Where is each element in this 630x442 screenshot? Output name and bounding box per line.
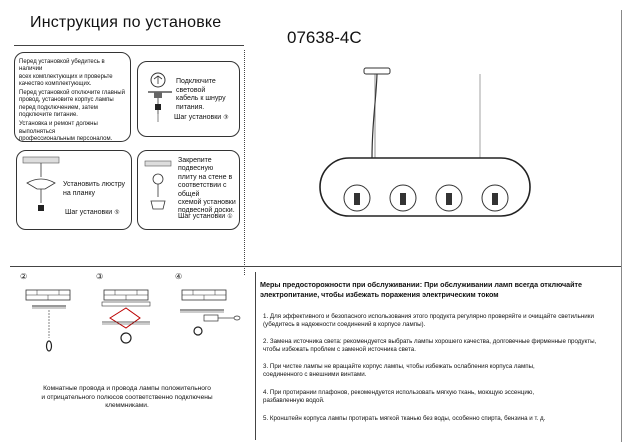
- step-number: ③: [223, 115, 229, 121]
- plate-text: Закрепите подвесную плиту на стене в соо…: [178, 157, 239, 216]
- item-line: 3. При чистке лампы не вращайте корпус л…: [263, 363, 535, 370]
- warning-line: Перед установкой убедитесь в наличии: [19, 59, 105, 73]
- hanging-plate-illustration: [144, 160, 172, 210]
- fixture-mount-illustration: [22, 156, 60, 211]
- step-caption-label: Шаг установки: [65, 209, 113, 216]
- maintenance-item: 5. Кронштейн корпуса лампы протирать мяг…: [263, 415, 618, 423]
- power-text: Подключите световой кабель к шнуру питан…: [176, 78, 239, 112]
- ceiling-bracket-diagram: [25, 289, 71, 352]
- precaution-line: Меры предосторожности при обслуживании: …: [260, 280, 583, 289]
- item-line: чтобы избежать проблем с заменой источни…: [263, 346, 416, 354]
- diagram-step-4: ④: [175, 272, 183, 281]
- plate-text-line: Закрепите подвесную: [178, 157, 214, 173]
- page-right-edge: [621, 10, 622, 442]
- maintenance-item: 1. Для эффективного и безопасного исполь…: [263, 313, 618, 330]
- maintenance-precaution: Меры предосторожности при обслуживании: …: [260, 280, 616, 300]
- warning-line: провод, установите корпус лампы: [19, 97, 114, 104]
- item-line: 5. Кронштейн корпуса лампы протирать мяг…: [263, 415, 546, 422]
- warnings-text: Перед установкой убедитесь в наличии все…: [19, 59, 129, 143]
- footnote-line: Комнатные провода и провода лампы положи…: [43, 385, 211, 392]
- bulb-2-icon: [389, 184, 417, 212]
- item-line: соединенного с внешними винтами.: [263, 371, 367, 379]
- maintenance-item: 4. При протирании плафонов, рекомендуетс…: [263, 389, 618, 406]
- step-caption-label: Шаг установки: [178, 213, 226, 220]
- step-number: ⑤: [114, 210, 120, 216]
- item-line: 4. При протирании плафонов, рекомендуетс…: [263, 389, 535, 396]
- section-divider-vertical: [244, 50, 245, 275]
- maintenance-item: 3. При чистке лампы не вращайте корпус л…: [263, 363, 618, 380]
- bulb-1-icon: [343, 184, 371, 212]
- precaution-line: электропитание, чтобы избежать поражения…: [260, 290, 499, 299]
- warnings-box: Перед установкой убедитесь в наличии все…: [14, 52, 131, 142]
- power-connection-panel: Подключите световой кабель к шнуру питан…: [137, 61, 240, 137]
- power-text-line: Подключите световой: [176, 78, 216, 94]
- step-caption-label: Шаг установки: [174, 114, 222, 121]
- power-cable-illustration: [148, 72, 172, 122]
- fixture-text-line: на планку: [63, 189, 95, 197]
- page-title: Инструкция по установке: [30, 14, 222, 31]
- chandelier-drawing: [319, 67, 531, 217]
- step-number: ①: [227, 214, 233, 220]
- plate-text-line: соответствии с общей: [178, 182, 227, 198]
- item-line: (убедитесь в надежности соединений в кор…: [263, 321, 426, 329]
- footnote-line: и отрицательного полюсов соответственно …: [41, 393, 213, 401]
- diagram-step-2: ②: [20, 272, 28, 281]
- warning-line: всех комплектующих и проверьте: [19, 73, 113, 80]
- footnote-line: клеммниками.: [105, 402, 149, 410]
- warning-line: качество комплектующих.: [19, 80, 92, 87]
- wiring-footnote: Комнатные провода и провода лампы положи…: [32, 385, 222, 411]
- hanging-plate-panel: Закрепите подвесную плиту на стене в соо…: [137, 150, 240, 230]
- fixture-mount-panel: Установить люстру на планку Шаг установк…: [16, 150, 132, 230]
- warning-line: профессиональным персоналом.: [19, 135, 113, 142]
- lower-divider-vertical: [255, 272, 256, 440]
- item-line: 1. Для эффективного и безопасного исполь…: [263, 313, 594, 320]
- section-divider-horizontal: [10, 266, 622, 267]
- item-line: 2. Замена источника света: рекомендуется…: [263, 338, 597, 345]
- warning-line: Установка и ремонт должны выполняться: [19, 121, 98, 135]
- bulb-4-icon: [481, 184, 509, 212]
- warning-line: Перед установкой отключите главный: [19, 90, 125, 97]
- fixture-text-line: Установить люстру: [63, 181, 126, 188]
- title-underline: [14, 45, 244, 46]
- fixture-text: Установить люстру на планку: [63, 181, 125, 198]
- plate-text-line: схемой установки: [178, 199, 236, 207]
- maintenance-item: 2. Замена источника света: рекомендуется…: [263, 338, 618, 355]
- warning-line: подключите питание.: [19, 112, 78, 119]
- warning-line: перед подключением, затем: [19, 104, 98, 111]
- model-number: 07638-4C: [287, 28, 362, 47]
- terminal-block-diagram: [180, 289, 241, 336]
- wire-connection-diagram: [101, 289, 151, 344]
- power-text-line: кабель к шнуру питания.: [176, 95, 226, 111]
- item-line: разбавленную водой.: [263, 397, 325, 405]
- bulb-3-icon: [435, 184, 463, 212]
- plate-text-line: плиту на стене в: [178, 173, 233, 181]
- plate-text-line: подвесной доски.: [178, 207, 235, 215]
- diagram-step-3: ③: [96, 272, 104, 281]
